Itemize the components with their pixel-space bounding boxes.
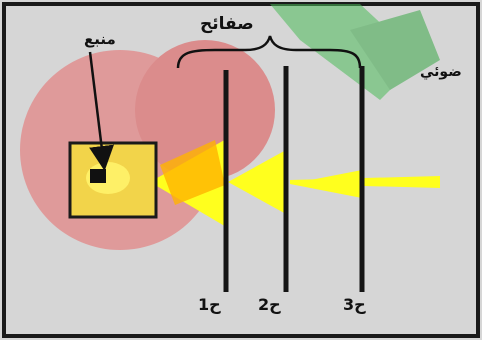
plate-1-label: ح1 [198,295,221,314]
plates-label: صفائح [200,14,254,34]
source-label: منبع [84,30,116,48]
pointer-arrow [88,51,114,171]
beam-orange-highlight [160,140,225,205]
watermark-green-band-2 [350,10,440,90]
watermark-red-disc-2 [135,40,275,180]
plate-2-label: ح2 [258,295,281,314]
curly-brace [176,35,362,69]
beam-segment-2-to-1 [228,150,286,214]
beam-segment-3-to-2 [290,170,362,198]
source-emitter [90,169,106,183]
light-label: ضوئي [420,64,462,80]
plate-3-label: ح3 [343,295,366,314]
light-beam [150,138,440,228]
